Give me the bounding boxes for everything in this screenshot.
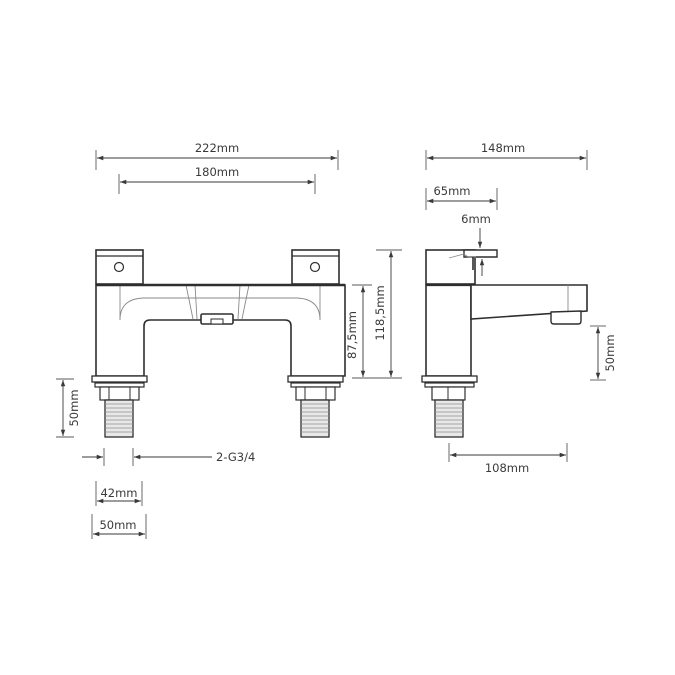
- spout-height-label: 50mm: [603, 334, 617, 371]
- overall-width-label: 222mm: [195, 141, 239, 155]
- centres-label: 180mm: [195, 165, 239, 179]
- dimension-connection-thread: 2-G3/4: [82, 448, 255, 466]
- dimension-spout-reach: 108mm: [448, 443, 568, 475]
- side-view: 148mm 65mm 6mm: [421, 141, 617, 475]
- flange-outer-label: 50mm: [99, 518, 136, 532]
- spout-reach-label: 108mm: [485, 461, 529, 475]
- dimension-overall-height: 118,5mm: [373, 249, 402, 377]
- overall-depth-label: 148mm: [481, 141, 525, 155]
- front-view: 222mm 180mm: [56, 141, 402, 539]
- overall-height-label: 118,5mm: [373, 285, 387, 340]
- dimension-spout-height: 50mm: [590, 325, 617, 381]
- dimension-overall-depth: 148mm: [425, 141, 588, 170]
- dimension-body-height: 87,5mm: [345, 284, 402, 379]
- tap-body-front: [95, 249, 346, 377]
- dimension-tail-length: 50mm: [56, 378, 81, 438]
- dimension-centres: 180mm: [118, 165, 316, 194]
- left-handle: [95, 249, 144, 285]
- dimension-handle-gap: 6mm: [461, 212, 491, 276]
- right-handle: [291, 249, 340, 285]
- handle-gap-label: 6mm: [461, 212, 491, 226]
- body-height-label: 87,5mm: [345, 311, 359, 359]
- dimension-handle-depth: 65mm: [425, 184, 498, 210]
- handle-depth-label: 65mm: [433, 184, 470, 198]
- left-tail-fitting: [91, 375, 148, 438]
- dimension-flange-inner: 42mm: [95, 481, 143, 506]
- tail-length-label: 50mm: [67, 389, 81, 426]
- flange-inner-label: 42mm: [100, 486, 137, 500]
- dimension-flange-outer: 50mm: [91, 514, 147, 539]
- tap-body-side: [421, 249, 588, 438]
- right-tail-fitting: [287, 375, 344, 438]
- connection-label: 2-G3/4: [216, 450, 255, 464]
- dimension-overall-width: 222mm: [95, 141, 339, 170]
